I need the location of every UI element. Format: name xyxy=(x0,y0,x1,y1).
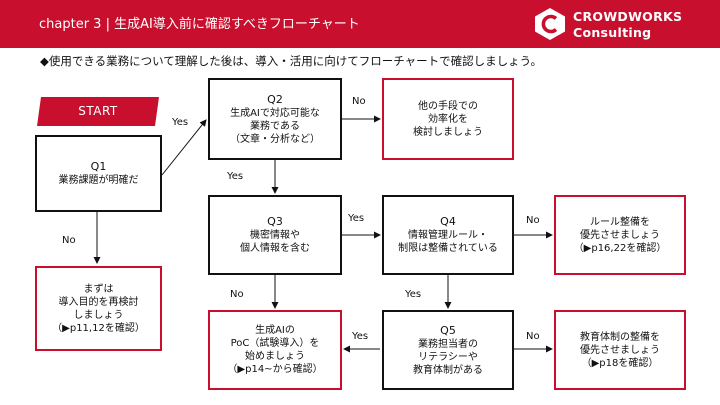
page-title: chapter 3 | 生成AI導入前に確認すべきフローチャート xyxy=(39,17,360,32)
result-poc-text-1: 生成AIの xyxy=(255,325,295,336)
crowdworks-logo-icon xyxy=(535,8,565,40)
edge-label-q1-q2: Yes xyxy=(172,117,189,128)
result-rules-text-1: ルール整備を xyxy=(590,216,650,228)
node-q5: Q5 業務担当者の リテラシーや 教育体制がある xyxy=(382,310,514,390)
node-q4: Q4 情報管理ルール・ 制限は整備されている xyxy=(382,195,514,275)
result-goal-text-4: （▶p11,12を確認） xyxy=(52,322,145,334)
result-rules-text-3: （▶p16,22を確認） xyxy=(573,242,667,254)
edge-label-q5-edu: No xyxy=(526,331,540,342)
node-q2-text-1: 生成AIで対応可能な xyxy=(230,107,320,119)
result-poc-text-2: PoC（試験導入）を xyxy=(230,338,320,349)
edge-label-q5-poc: Yes xyxy=(352,331,369,342)
node-q1-text: 業務課題が明確だ xyxy=(58,175,139,186)
result-rules: ルール整備を 優先させましょう （▶p16,22を確認） xyxy=(554,195,686,275)
node-q4-text-2: 制限は整備されている xyxy=(398,243,498,254)
result-rules-text-2: 優先させましょう xyxy=(580,229,660,241)
node-q1-id: Q1 xyxy=(90,160,107,173)
result-edu-text-1: 教育体制の整備を xyxy=(580,331,660,343)
result-poc-text-4: （▶p14~から確認） xyxy=(227,364,323,375)
result-other-text-3: 検討しましょう xyxy=(413,126,483,138)
result-goal-text-1: まずは xyxy=(83,283,114,295)
logo-text-line2: Consulting xyxy=(573,25,652,40)
node-q5-text-2: リテラシーや xyxy=(418,351,478,363)
edge-label-q2-other: No xyxy=(352,96,366,107)
node-q2-text-3: （文章・分析など） xyxy=(230,133,320,145)
node-q3: Q3 機密情報や 個人情報を含む xyxy=(208,195,342,275)
node-q5-text-1: 業務担当者の xyxy=(418,338,478,350)
result-goal-text-3: しましょう xyxy=(73,309,124,321)
result-revisit-goal: まずは 導入目的を再検討 しましょう （▶p11,12を確認） xyxy=(35,266,162,351)
start-banner: START xyxy=(37,97,159,126)
result-poc-text-3: 始めましょう xyxy=(245,351,305,362)
node-q5-id: Q5 xyxy=(440,323,456,337)
start-banner-shape xyxy=(37,97,159,126)
node-q3-id: Q3 xyxy=(267,215,283,228)
edge-label-q3-poc: No xyxy=(230,289,244,300)
edge-label-q4-rules: No xyxy=(526,215,540,226)
edge-label-q2-q3: Yes xyxy=(227,171,244,182)
result-poc: 生成AIの PoC（試験導入）を 始めましょう （▶p14~から確認） xyxy=(208,310,342,390)
node-q4-id: Q4 xyxy=(440,215,456,228)
node-q2-text-2: 業務である xyxy=(250,120,300,132)
result-other-text-1: 他の手段での xyxy=(418,100,478,112)
node-q2-id: Q2 xyxy=(267,92,283,106)
node-q2: Q2 生成AIで対応可能な 業務である （文章・分析など） xyxy=(208,78,342,160)
node-q3-text-2: 個人情報を含む xyxy=(240,243,310,254)
result-other-text-2: 効率化を xyxy=(428,113,468,125)
result-education: 教育体制の整備を 優先させましょう （▶p18を確認） xyxy=(554,310,686,390)
result-other-means: 他の手段での 効率化を 検討しましょう xyxy=(382,78,514,160)
result-edu-text-3: （▶p18を確認） xyxy=(581,357,659,369)
node-q4-text-1: 情報管理ルール・ xyxy=(408,230,488,241)
result-goal-text-2: 導入目的を再検討 xyxy=(58,296,139,308)
node-q5-text-3: 教育体制がある xyxy=(413,364,483,376)
node-q1: Q1 業務課題が明確だ xyxy=(35,135,162,212)
result-edu-text-2: 優先させましょう xyxy=(580,344,660,356)
node-q3-text-1: 機密情報や xyxy=(250,230,300,241)
edge-label-q1-goal: No xyxy=(62,235,76,246)
header-bar: chapter 3 | 生成AI導入前に確認すべきフローチャート CROWDWO… xyxy=(0,0,720,48)
edge-label-q3-q4: Yes xyxy=(348,213,365,224)
intro-text: ◆使用できる業務について理解した後は、導入・活用に向けてフローチャートで確認しま… xyxy=(40,54,542,68)
edge-q1-q2 xyxy=(161,119,207,176)
company-logo: CROWDWORKS Consulting xyxy=(533,5,718,45)
start-label: START xyxy=(78,104,118,118)
edge-label-q4-q5: Yes xyxy=(405,289,422,300)
logo-text-line1: CROWDWORKS xyxy=(573,9,683,24)
